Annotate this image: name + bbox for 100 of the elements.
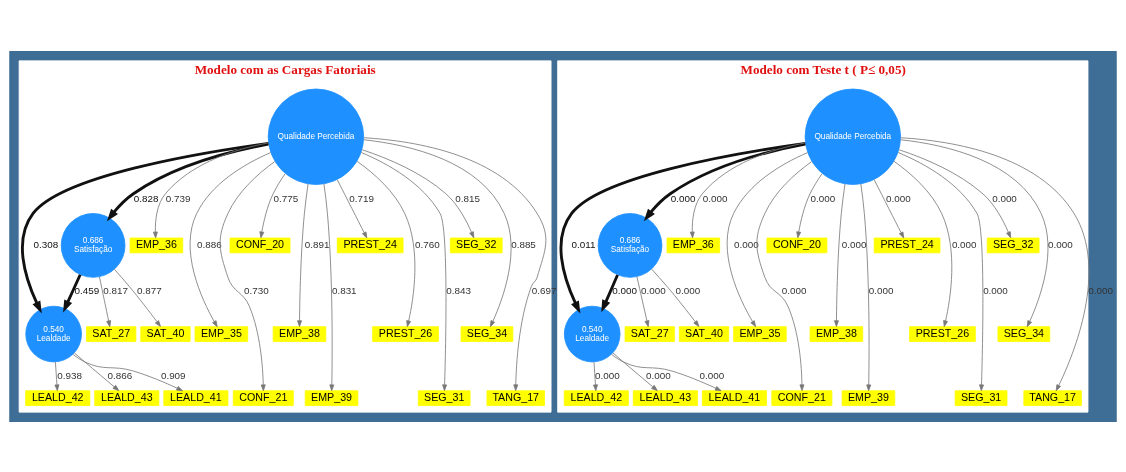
edge-label: 0.739 bbox=[165, 192, 191, 204]
edge-label: 0.000 bbox=[702, 192, 728, 204]
edge-label: 0.886 bbox=[197, 238, 222, 250]
arrow bbox=[559, 141, 806, 313]
node-box: CONF_21 bbox=[232, 389, 294, 406]
arrow bbox=[893, 160, 953, 327]
node-circle: 0.540 Lealdade bbox=[25, 305, 82, 362]
node-box: EMP_38 bbox=[809, 325, 864, 342]
node-box: SAT_40 bbox=[140, 325, 191, 342]
node-box: EMP_38 bbox=[272, 325, 327, 342]
node-box: EMP_39 bbox=[304, 389, 359, 406]
edge-label: 0.817 bbox=[103, 284, 129, 296]
arrow bbox=[152, 142, 269, 238]
node-box: TANG_17 bbox=[486, 389, 545, 406]
arrow bbox=[726, 151, 808, 327]
arrow bbox=[323, 183, 335, 391]
edge-label: 0.760 bbox=[414, 238, 440, 250]
node-box: EMP_35 bbox=[733, 325, 787, 342]
arrow bbox=[860, 183, 872, 391]
arrow bbox=[636, 275, 650, 327]
arrow bbox=[897, 151, 984, 391]
edge-label: 0.000 bbox=[675, 284, 701, 296]
node-box: SEG_31 bbox=[954, 389, 1008, 406]
edge-label: 0.775 bbox=[273, 192, 299, 204]
arrow bbox=[99, 276, 112, 327]
edge-label: 0.000 bbox=[992, 192, 1017, 204]
edge-label: 0.000 bbox=[841, 238, 867, 250]
arrow bbox=[643, 142, 806, 221]
node-box: SAT_27 bbox=[86, 325, 137, 342]
arrow bbox=[611, 353, 722, 391]
edge-label: 0.866 bbox=[107, 369, 133, 381]
arrow bbox=[898, 148, 1012, 238]
arrow bbox=[651, 268, 700, 327]
node-box: SEG_32 bbox=[449, 237, 503, 253]
edge-label: 0.308 bbox=[33, 238, 59, 250]
node-box: EMP_36 bbox=[129, 237, 184, 253]
node-box: LEALD_43 bbox=[632, 389, 698, 406]
arrow bbox=[356, 160, 416, 327]
arrow bbox=[114, 268, 161, 327]
edge-label: 0.877 bbox=[137, 284, 162, 296]
arrow bbox=[63, 273, 82, 312]
node-box: PREST_24 bbox=[336, 237, 404, 253]
node-box: EMP_35 bbox=[194, 325, 249, 342]
node-box: LEALD_41 bbox=[163, 389, 229, 406]
node-box: SAT_40 bbox=[678, 325, 730, 342]
arrow bbox=[601, 273, 619, 312]
edge-label: 0.831 bbox=[331, 284, 357, 296]
edge-label: 0.815 bbox=[455, 192, 480, 204]
node-box: EMP_39 bbox=[841, 389, 896, 406]
node-box: LEALD_42 bbox=[25, 389, 91, 406]
arrow bbox=[900, 138, 1049, 327]
edge-label: 0.000 bbox=[951, 238, 977, 250]
node-circle: Qualidade Percebida bbox=[267, 88, 365, 185]
arrow bbox=[72, 353, 183, 391]
arrow bbox=[219, 160, 276, 391]
arrow bbox=[360, 151, 448, 391]
arrow bbox=[297, 183, 309, 327]
edge-label: 0.000 bbox=[1048, 238, 1073, 250]
arrow bbox=[834, 183, 846, 327]
edge-label: 0.828 bbox=[133, 192, 159, 204]
edge-label: 0.000 bbox=[781, 284, 807, 296]
edge-label: 0.000 bbox=[868, 284, 894, 296]
edge-label: 0.730 bbox=[243, 284, 269, 296]
node-box: SEG_34 bbox=[460, 325, 514, 342]
node-box: CONF_20 bbox=[766, 237, 828, 253]
node-box: PREST_24 bbox=[873, 237, 941, 253]
edge-label: 0.000 bbox=[886, 192, 911, 204]
edge-label: 0.000 bbox=[983, 284, 1008, 296]
edge-label: 0.000 bbox=[646, 369, 671, 381]
node-box: LEALD_43 bbox=[94, 389, 160, 406]
node-circle: 0.686 Satisfação bbox=[597, 212, 663, 278]
node-box: PREST_26 bbox=[372, 325, 439, 342]
node-circle: Qualidade Percebida bbox=[804, 88, 901, 185]
arrow bbox=[796, 172, 823, 238]
node-box: CONF_20 bbox=[229, 237, 291, 253]
node-box: SEG_31 bbox=[417, 389, 471, 406]
node-box: LEALD_42 bbox=[563, 389, 629, 406]
node-circle: 0.686 Satisfação bbox=[60, 212, 126, 278]
edge-label: 0.459 bbox=[74, 284, 100, 296]
node-box: TANG_17 bbox=[1023, 389, 1082, 406]
node-circle: 0.540 Lealdade bbox=[563, 305, 621, 362]
edge-label: 0.719 bbox=[349, 192, 374, 204]
node-box: PREST_26 bbox=[909, 325, 976, 342]
node-box: SEG_34 bbox=[997, 325, 1051, 342]
node-box: SAT_27 bbox=[624, 325, 675, 342]
edge-label: 0.909 bbox=[160, 369, 186, 381]
node-box: SEG_32 bbox=[986, 237, 1040, 253]
edge-label: 0.000 bbox=[670, 192, 696, 204]
node-box: EMP_36 bbox=[666, 237, 721, 253]
arrow bbox=[361, 148, 475, 238]
edge-label: 0.011 bbox=[571, 238, 596, 250]
edge-label: 0.000 bbox=[641, 284, 666, 296]
arrow bbox=[873, 178, 905, 238]
arrow bbox=[74, 352, 120, 391]
arrow bbox=[612, 352, 658, 391]
edge-label: 0.885 bbox=[511, 238, 536, 250]
edge-label: 0.843 bbox=[446, 284, 471, 296]
arrow bbox=[336, 178, 368, 238]
arrow bbox=[900, 136, 1090, 391]
arrow bbox=[363, 136, 547, 391]
